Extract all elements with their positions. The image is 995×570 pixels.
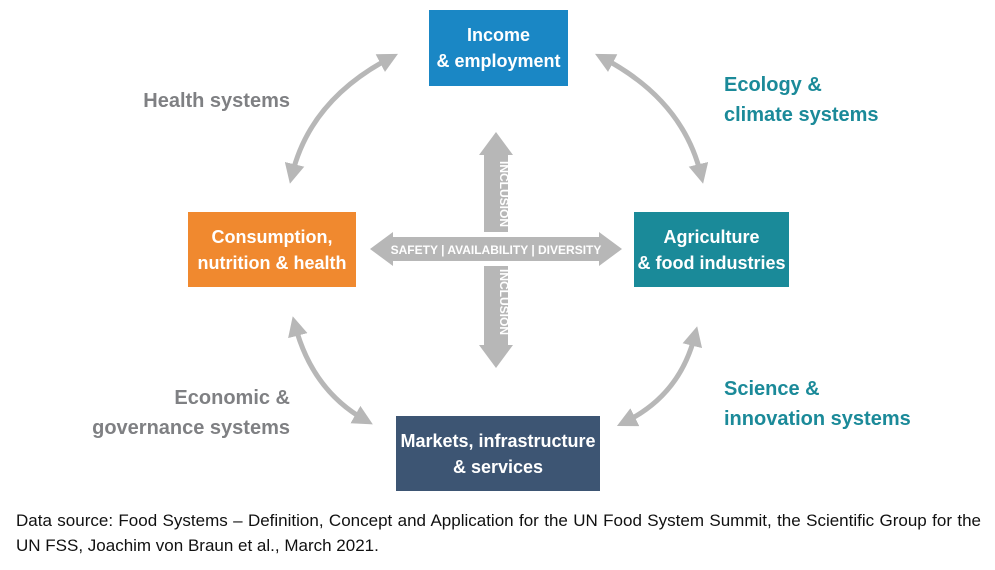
cross-vertical-top-text: INCLUSION xyxy=(497,161,511,227)
label-ecology-climate-systems: Ecology & climate systems xyxy=(724,74,879,126)
arrow-consumption-markets xyxy=(288,316,373,425)
arrow-income-agriculture xyxy=(595,53,709,184)
diagram-arrows: SAFETY | AVAILABILITY | DIVERSITY INCLUS… xyxy=(284,53,709,427)
node-agriculture-food-industries: Agriculture & food industries xyxy=(634,212,789,287)
node-income-employment: Income & employment xyxy=(429,10,568,86)
arrow-income-consumption xyxy=(284,53,398,184)
node-agriculture-label: Agriculture & food industries xyxy=(637,226,786,273)
label-health-systems: Health systems xyxy=(143,90,290,112)
node-income-label: Income & employment xyxy=(436,25,561,71)
cross-horizontal-text: SAFETY | AVAILABILITY | DIVERSITY xyxy=(391,243,602,257)
central-cross: SAFETY | AVAILABILITY | DIVERSITY INCLUS… xyxy=(370,132,622,368)
label-economic-governance-systems: Economic & governance systems xyxy=(92,387,290,439)
node-consumption-label: Consumption, nutrition & health xyxy=(197,226,347,273)
node-markets-infrastructure-services: Markets, infrastructure & services xyxy=(396,416,600,491)
label-science-innovation-systems: Science & innovation systems xyxy=(724,378,911,430)
node-markets-label: Markets, infrastructure & services xyxy=(400,430,596,477)
arrow-agriculture-markets xyxy=(616,326,703,427)
node-consumption-nutrition-health: Consumption, nutrition & health xyxy=(188,212,356,287)
source-caption: Data source: Food Systems – Definition, … xyxy=(16,511,981,555)
cross-vertical-bottom-text: INCLUSION xyxy=(497,269,511,335)
